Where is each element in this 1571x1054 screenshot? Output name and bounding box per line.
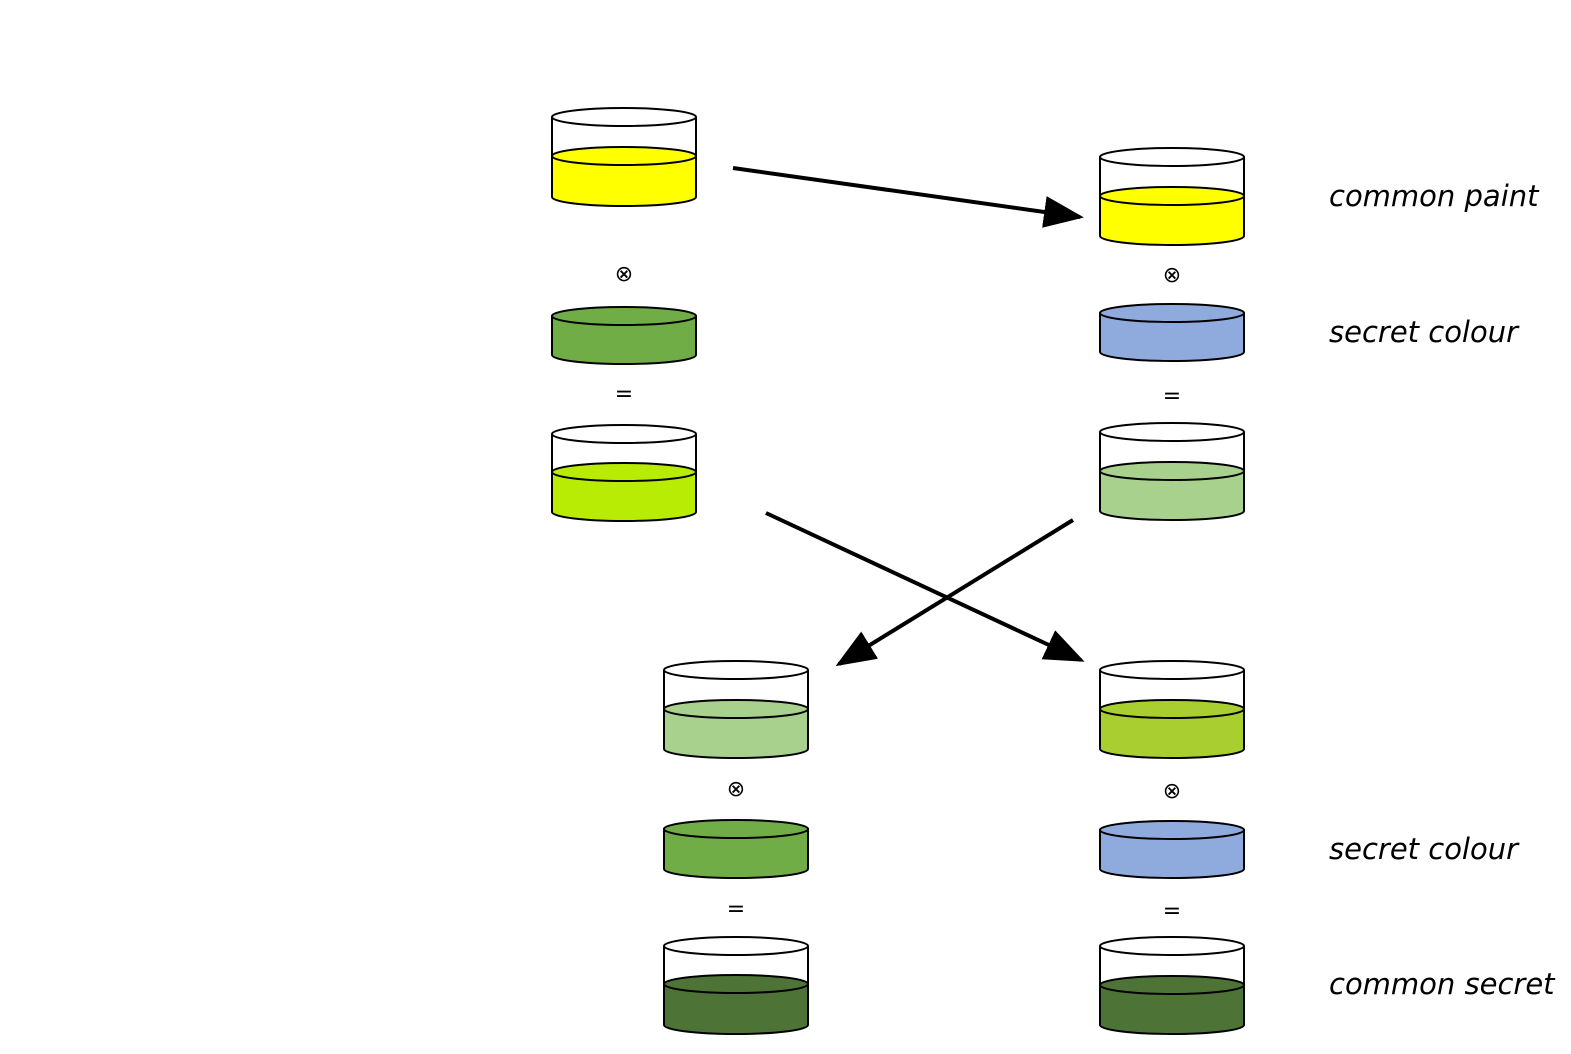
mix-operator: ⊗ [615,262,633,287]
liquid-surface [1099,461,1245,481]
jar-bottom [1099,748,1245,759]
arrow-bob-mix-to-alice [835,518,1075,667]
equals-operator: = [1163,899,1181,924]
bob-received-mix [1099,660,1245,759]
jar-bottom [551,196,697,207]
jar-rim [663,936,809,956]
liquid-surface [1099,699,1245,719]
jar-rim [663,660,809,680]
disc-top [663,819,809,839]
alice-common-paint [551,107,697,207]
liquid-surface [663,974,809,994]
mix-operator: ⊗ [1163,263,1181,288]
liquid-surface [1099,186,1245,206]
label-secret-colour: secret colour [1329,315,1520,349]
container-layer [551,107,1245,1035]
liquid-surface [551,462,697,482]
liquid-body [552,472,696,521]
jar-rim [1099,936,1245,956]
disc-body [663,828,809,879]
bob-public-mix [1099,422,1245,521]
alice-secret-colour [551,306,697,365]
jar-rim [1099,422,1245,442]
jar-bottom [1099,510,1245,521]
equals-operator: = [615,382,633,407]
mix-operator: ⊗ [1163,779,1181,804]
equals-operator: = [727,897,745,922]
liquid-body [664,709,808,758]
bob-secret-colour-again [1099,820,1245,879]
jar-bottom [551,511,697,522]
mix-operator: ⊗ [727,777,745,802]
liquid-body [1100,709,1244,758]
bob-secret-colour [1099,303,1245,362]
jar-rim [1099,147,1245,167]
liquid-body [1100,985,1244,1034]
bob-common-secret [1099,936,1245,1035]
liquid-body [552,156,696,206]
jar-rim [1099,660,1245,680]
liquid-surface [551,146,697,166]
alice-public-mix [551,424,697,522]
disc-body [551,315,697,365]
bob-common-paint [1099,147,1245,246]
alice-secret-colour-again [663,819,809,879]
disc-body [1099,312,1245,362]
arrow-layer [732,166,1085,667]
label-common-secret: common secret [1329,967,1556,1001]
equals-operator: = [1163,384,1181,409]
label-layer: common paint secret colour secret colour… [1329,179,1556,1001]
alice-common-secret [663,936,809,1035]
label-secret-colour: secret colour [1329,832,1520,866]
jar-bottom [1099,1024,1245,1035]
disc-top [551,306,697,326]
disc-top [1099,303,1245,323]
jar-rim [551,424,697,444]
arrow-common-paint-to-bob [732,166,1084,228]
liquid-surface [663,699,809,719]
jar-bottom [663,748,809,759]
disc-top [1099,820,1245,840]
liquid-surface [1099,975,1245,995]
liquid-body [664,984,808,1034]
jar-rim [551,107,697,127]
arrow-alice-mix-to-bob [765,511,1085,662]
jar-bottom [663,1024,809,1035]
alice-received-mix [663,660,809,759]
jar-bottom [1099,235,1245,246]
liquid-body [1100,196,1244,245]
liquid-body [1100,471,1244,520]
operator-layer: ⊗ = ⊗ = ⊗ = ⊗ = [615,262,1181,924]
label-common-paint: common paint [1329,179,1540,213]
disc-body [1099,829,1245,879]
